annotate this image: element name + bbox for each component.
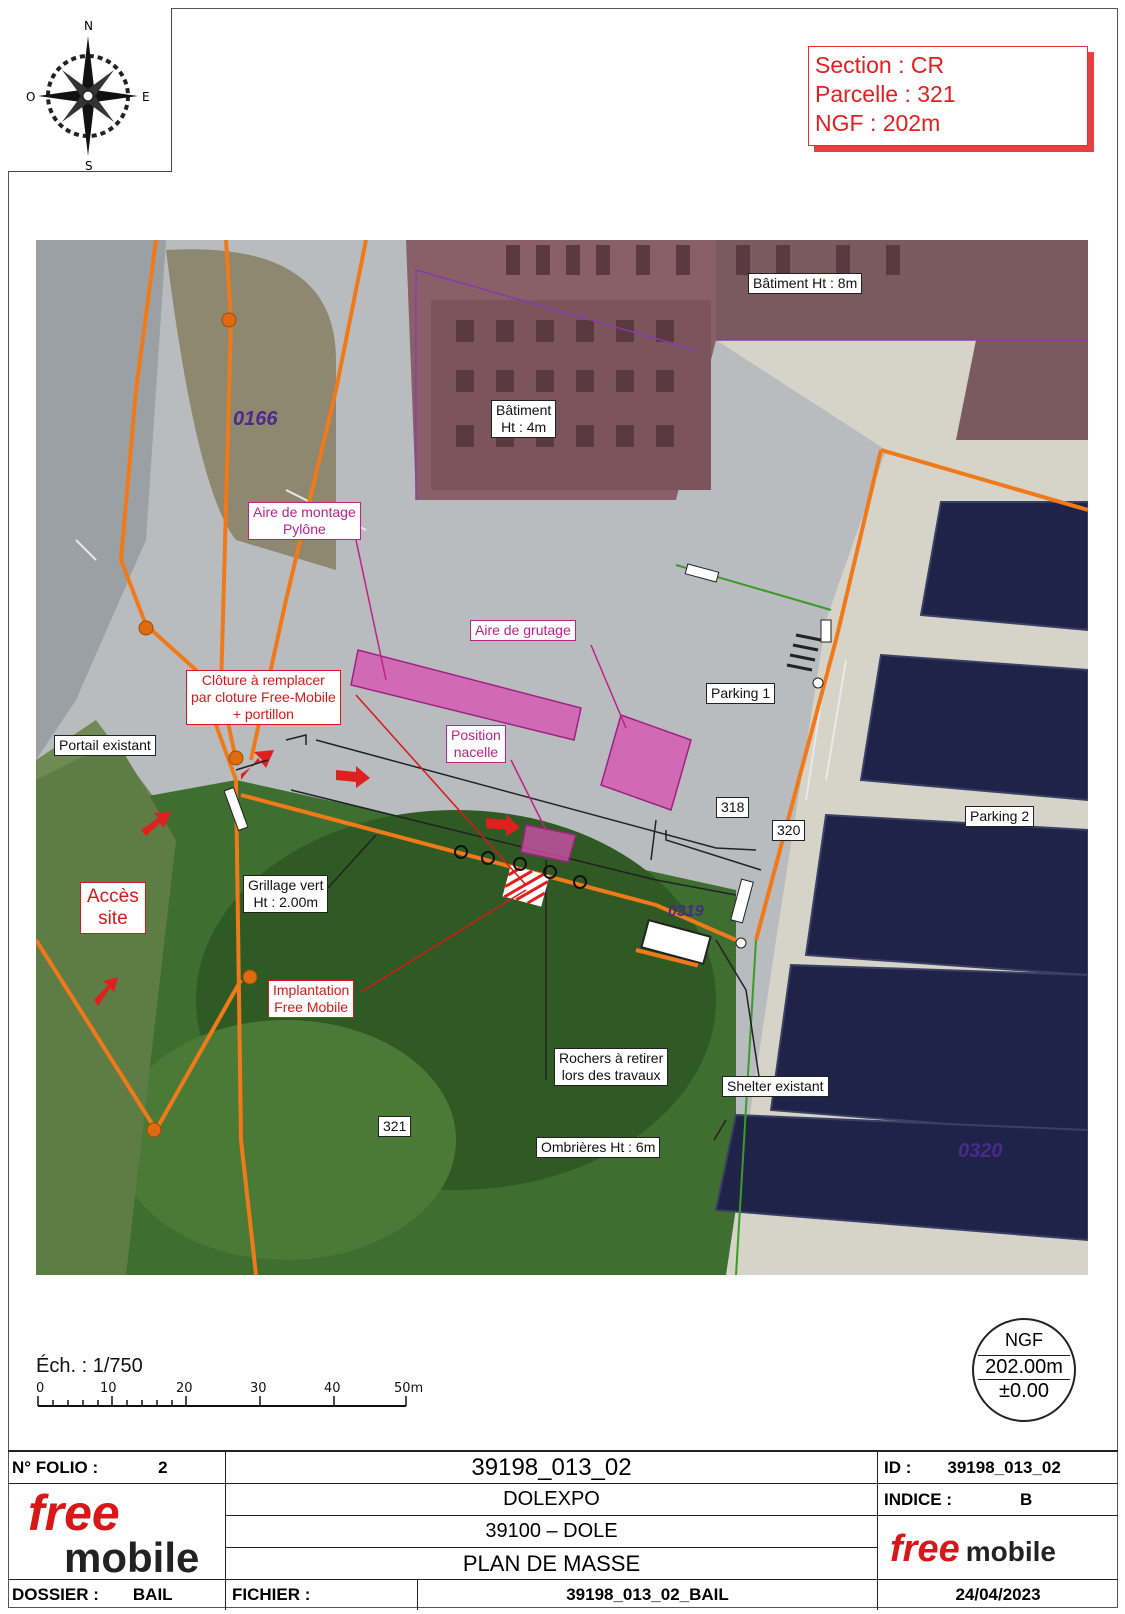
folio-cell: N° FOLIO : 2: [8, 1452, 226, 1484]
id-value: 39198_013_02: [947, 1457, 1061, 1477]
free-mobile-logo-left: free mobile: [28, 1485, 200, 1581]
title-block: N° FOLIO : 2 free mobile DOSSIER : BAIL …: [8, 1450, 1118, 1610]
section-info-box: Section : CR Parcelle : 321 NGF : 202m: [808, 46, 1088, 146]
label-parcel-320-box: 320: [772, 820, 806, 841]
label-parcel-318: 318: [716, 797, 750, 818]
section-text: Section : CR: [815, 52, 945, 78]
folio-value: 2: [158, 1457, 168, 1477]
ngf-badge-label: NGF: [1005, 1330, 1043, 1350]
compass-rose: N S O E: [8, 8, 172, 173]
doc-title-cell: PLAN DE MASSE: [226, 1548, 878, 1580]
parcel-0166: 0166: [233, 408, 278, 430]
label-cloture: Clôture à remplacer par cloture Free-Mob…: [186, 670, 341, 725]
label-shelter-existant: Shelter existant: [722, 1076, 829, 1097]
scale-tick-20: 20: [176, 1381, 193, 1396]
label-aire-grutage: Aire de grutage: [470, 620, 576, 641]
logo-cell-left: free mobile: [8, 1484, 226, 1580]
parcel-0320: 0320: [958, 1140, 1003, 1162]
label-ombrieres: Ombrières Ht : 6m: [536, 1137, 661, 1158]
scale-tick-50: 50m: [394, 1381, 423, 1396]
label-batiment-8m: Bâtiment Ht : 8m: [748, 273, 863, 294]
label-parcel-321: 321: [378, 1116, 412, 1137]
dossier-cell: DOSSIER : BAIL: [8, 1580, 226, 1610]
ngf-badge-zero: ±0.00: [999, 1380, 1049, 1402]
scale-tick-40: 40: [324, 1381, 341, 1396]
ngf-badge-value: 202.00m: [978, 1355, 1070, 1380]
label-parking-1: Parking 1: [706, 683, 776, 704]
scale-tick-0: 0: [36, 1381, 44, 1396]
scale-title: Éch. : 1/750: [36, 1355, 143, 1377]
site-cell: DOLEXPO: [226, 1484, 878, 1516]
scale-tick-30: 30: [250, 1381, 267, 1396]
code-cell: 39198_013_02: [226, 1452, 878, 1484]
parcelle-text: Parcelle : 321: [815, 81, 956, 107]
label-portail-existant: Portail existant: [54, 735, 156, 756]
page-frame: [8, 8, 1118, 1608]
id-label: ID :: [884, 1457, 912, 1477]
parcel-0319: 0319: [668, 903, 704, 920]
compass-n: N: [84, 19, 93, 33]
dossier-label: DOSSIER :: [12, 1585, 99, 1604]
fichier-value-cell: 39198_013_02_BAIL: [418, 1580, 878, 1610]
fichier-label-cell: FICHIER :: [226, 1580, 418, 1610]
indice-cell: INDICE : B: [878, 1484, 1118, 1516]
scale-bar: Éch. : 1/750 0 10 20 30 40 50m: [36, 1355, 436, 1433]
ngf-text: NGF : 202m: [815, 110, 941, 136]
compass-icon: N S O E: [26, 19, 150, 173]
id-cell: ID : 39198_013_02: [878, 1452, 1118, 1484]
folio-label: N° FOLIO :: [12, 1457, 99, 1477]
compass-e: E: [142, 90, 150, 104]
ngf-badge: NGF 202.00m ±0.00: [972, 1318, 1076, 1422]
scale-tick-10: 10: [100, 1381, 117, 1396]
dossier-value: BAIL: [132, 1585, 173, 1604]
compass-o: O: [26, 90, 35, 104]
date-cell: 24/04/2023: [955, 1585, 1041, 1604]
compass-s: S: [85, 159, 93, 172]
indice-value: B: [1020, 1489, 1033, 1509]
city-cell: 39100 – DOLE: [226, 1516, 878, 1548]
label-parking-2: Parking 2: [965, 806, 1035, 827]
map-drawing: [36, 240, 1088, 1275]
indice-label: INDICE :: [884, 1489, 952, 1509]
scale-ruler: 0 10 20 30 40 50m: [36, 1381, 423, 1407]
